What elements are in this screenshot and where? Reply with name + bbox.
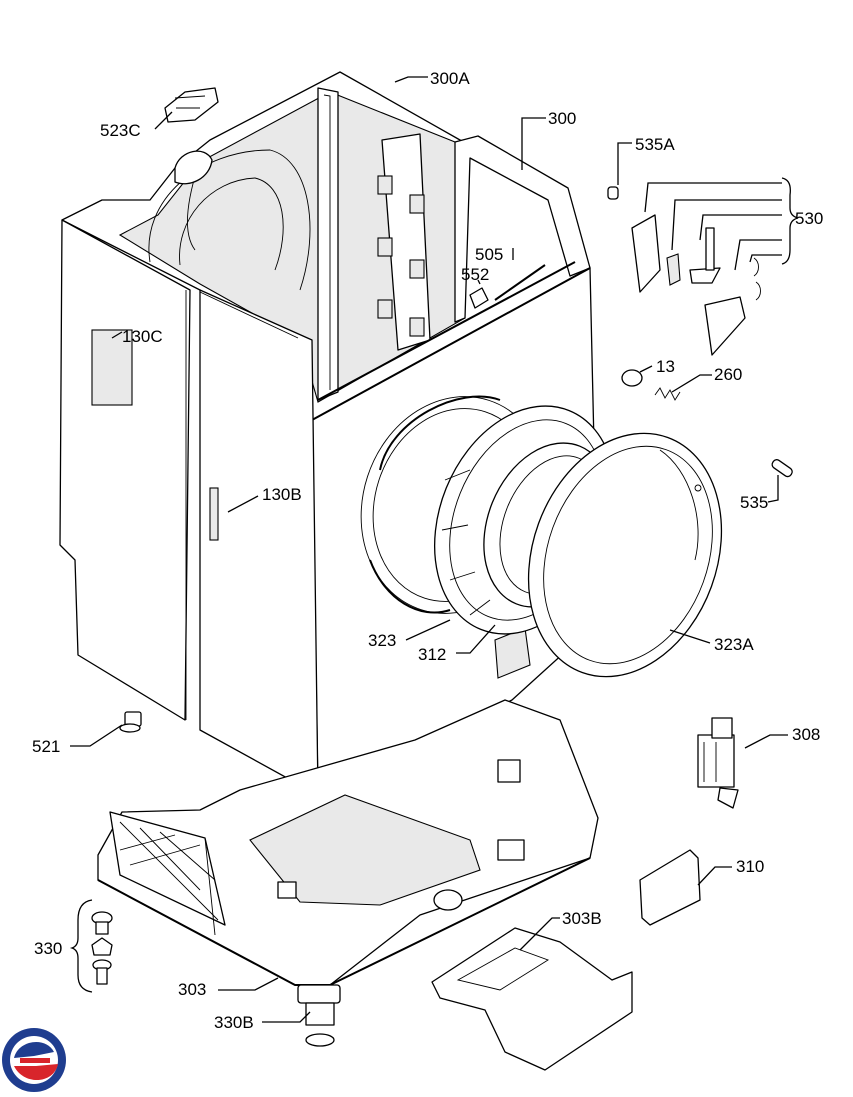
label-535: 535 [740, 493, 768, 512]
label-300A: 300A [430, 69, 470, 88]
label-260: 260 [714, 365, 742, 384]
label-130C: 130C [122, 327, 163, 346]
label-521: 521 [32, 737, 60, 756]
label-330B: 330B [214, 1013, 254, 1032]
label-130B: 130B [262, 485, 302, 504]
label-530: 530 [795, 209, 823, 228]
door-assembly-drawing [433, 405, 723, 678]
label-323A: 323A [714, 635, 754, 654]
label-505: 505 [475, 245, 503, 264]
label-300: 300 [548, 109, 576, 128]
label-552: 552 [461, 265, 489, 284]
brand-logo [2, 1028, 66, 1092]
part-labels: 300A 300 523C 535A 530 505 552 130C 13 2… [32, 69, 823, 1032]
small-parts-drawing [91, 87, 793, 1071]
label-323: 323 [368, 631, 396, 650]
label-13: 13 [656, 357, 675, 376]
label-312: 312 [418, 645, 446, 664]
label-303B: 303B [562, 909, 602, 928]
label-535A: 535A [635, 135, 675, 154]
base-frame-drawing [97, 699, 599, 1047]
label-330: 330 [34, 939, 62, 958]
label-308: 308 [792, 725, 820, 744]
leader-lines [69, 76, 799, 1023]
label-303: 303 [178, 980, 206, 999]
label-523C: 523C [100, 121, 141, 140]
label-310: 310 [736, 857, 764, 876]
cabinet-drawing [59, 71, 599, 796]
